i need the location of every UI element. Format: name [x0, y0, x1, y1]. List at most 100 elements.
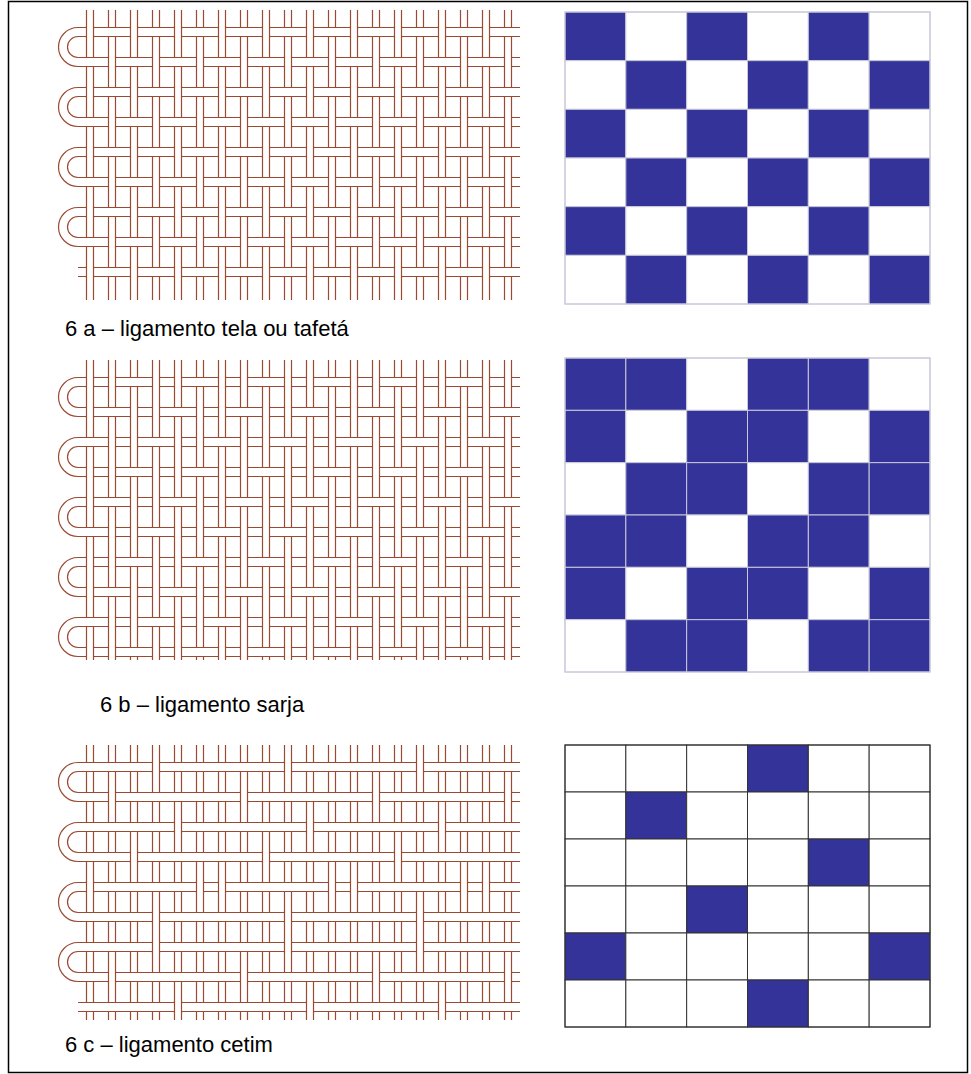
grid-cell [565, 207, 626, 256]
warp-over [219, 466, 226, 478]
thread-edge [511, 236, 512, 248]
thread-edge [504, 616, 505, 628]
thread-edge [401, 406, 402, 418]
warp-over [241, 116, 248, 128]
thread-edge [78, 117, 520, 118]
thread-edge [438, 646, 439, 658]
thread-edge [372, 376, 373, 388]
thread-edge [460, 236, 461, 248]
grid-cell [626, 745, 687, 792]
thread-edge [306, 466, 307, 478]
grid-cell [565, 839, 626, 886]
thread-edge [504, 526, 505, 538]
thread-edge [511, 616, 512, 628]
thread-edge [262, 436, 263, 448]
thread-edge [328, 586, 329, 598]
thread-edge [291, 761, 292, 773]
warp-over [131, 86, 138, 98]
thread-edge [86, 556, 87, 568]
warp-over [439, 266, 446, 278]
thread-edge [379, 176, 380, 188]
thread-edge [203, 176, 204, 188]
thread-edge [78, 147, 520, 148]
figure-caption: 6 a – ligamento tela ou tafetá [61, 314, 353, 344]
warp-over [373, 436, 380, 448]
thread-edge [225, 406, 226, 418]
thread-edge [174, 10, 175, 300]
thread-edge [152, 586, 153, 598]
thread-edge [291, 496, 292, 508]
thread-edge [174, 26, 175, 38]
warp-thread [351, 10, 358, 300]
thread-edge [78, 1002, 520, 1003]
thread-edge [379, 646, 380, 658]
grid-cell [869, 933, 930, 980]
thread-edge [247, 616, 248, 628]
thread-edge [225, 86, 226, 98]
warp-over [197, 616, 204, 628]
warp-over [197, 526, 204, 538]
thread-edge [284, 556, 285, 568]
warp-over [351, 26, 358, 38]
warp-over [131, 586, 138, 598]
thread-edge [511, 556, 512, 568]
thread-edge [445, 360, 446, 660]
thread-edge [225, 556, 226, 568]
thread-edge [108, 116, 109, 128]
warp-over [263, 496, 270, 508]
warp-over [87, 556, 94, 568]
warp-over [285, 556, 292, 568]
thread-edge [137, 26, 138, 38]
thread-edge [269, 26, 270, 38]
warp-over [461, 436, 468, 448]
grid-cell [687, 886, 748, 933]
weft-loop [68, 217, 79, 238]
thread-edge [93, 26, 94, 38]
warp-over [109, 116, 116, 128]
grid-cell [565, 158, 626, 207]
thread-edge [482, 646, 483, 658]
grid-border [565, 358, 930, 672]
thread-edge [357, 206, 358, 218]
thread-edge [78, 186, 520, 187]
thread-edge [372, 56, 373, 68]
warp-over [351, 496, 358, 508]
thread-edge [511, 791, 512, 803]
thread-edge [504, 360, 505, 660]
warp-over [483, 146, 490, 158]
warp-over [109, 436, 116, 448]
thread-edge [394, 586, 395, 598]
thread-edge [130, 86, 131, 98]
thread-edge [130, 616, 131, 628]
warp-over [505, 526, 512, 538]
thread-edge [511, 466, 512, 478]
thread-edge [423, 761, 424, 773]
thread-edge [350, 406, 351, 418]
thread-edge [240, 56, 241, 68]
thread-edge [196, 176, 197, 188]
thread-edge [350, 646, 351, 658]
thread-edge [269, 146, 270, 158]
thread-edge [401, 266, 402, 278]
thread-edge [78, 771, 520, 772]
thread-edge [284, 761, 285, 773]
warp-over [505, 466, 512, 478]
thread-edge [240, 791, 241, 803]
thread-edge [225, 26, 226, 38]
thread-edge [203, 881, 204, 893]
warp-thread [395, 10, 402, 300]
grid-cell [748, 567, 809, 619]
grid-cell [808, 745, 869, 792]
thread-edge [115, 971, 116, 983]
weft-thread [78, 1003, 520, 1012]
thread-edge [357, 360, 358, 660]
thread-edge [78, 566, 520, 567]
warp-over [373, 526, 380, 538]
warp-thread [263, 360, 270, 660]
warp-over [329, 176, 336, 188]
thread-edge [152, 406, 153, 418]
weft-thread [78, 943, 520, 952]
thread-edge [460, 436, 461, 448]
thread-edge [174, 206, 175, 218]
thread-edge [284, 586, 285, 598]
